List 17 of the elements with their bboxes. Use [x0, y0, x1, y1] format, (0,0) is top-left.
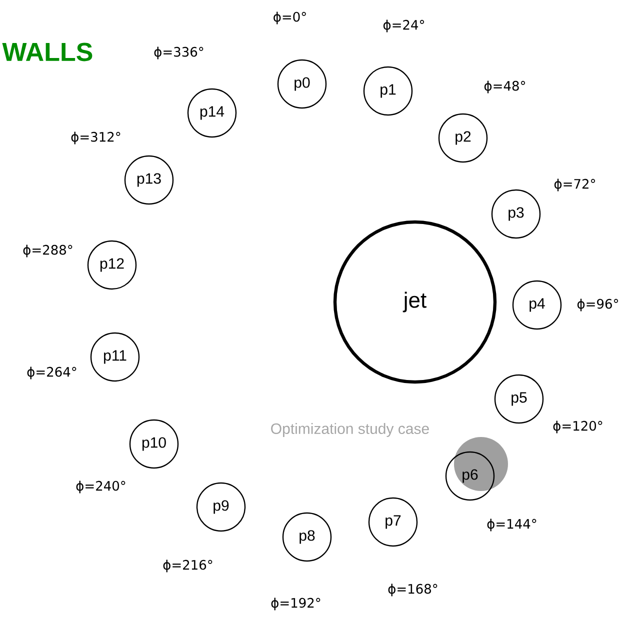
angle-label: ϕ=312° — [71, 132, 120, 144]
angle-label: ϕ=48° — [484, 80, 526, 94]
angle-label: ϕ=336° — [154, 46, 204, 60]
section-heading: WALLS — [2, 42, 92, 62]
angle-label: ϕ=144° — [487, 518, 536, 532]
angle-label: ϕ=24° — [383, 20, 424, 32]
angle-label: ϕ=240° — [76, 480, 126, 494]
angle-label: ϕ=192° — [271, 598, 320, 610]
angle-label: ϕ=96° — [577, 298, 618, 312]
angle-label: ϕ=72° — [554, 178, 596, 192]
angle-label: ϕ=288° — [23, 244, 72, 258]
angle-label: ϕ=120° — [553, 420, 602, 434]
annotation-text: Optimization study case — [271, 423, 429, 437]
angle-label: ϕ=216° — [163, 560, 212, 572]
angle-label: ϕ=0° — [274, 12, 306, 24]
angle-label: ϕ=168° — [388, 584, 438, 596]
angle-label: ϕ=264° — [27, 366, 76, 380]
